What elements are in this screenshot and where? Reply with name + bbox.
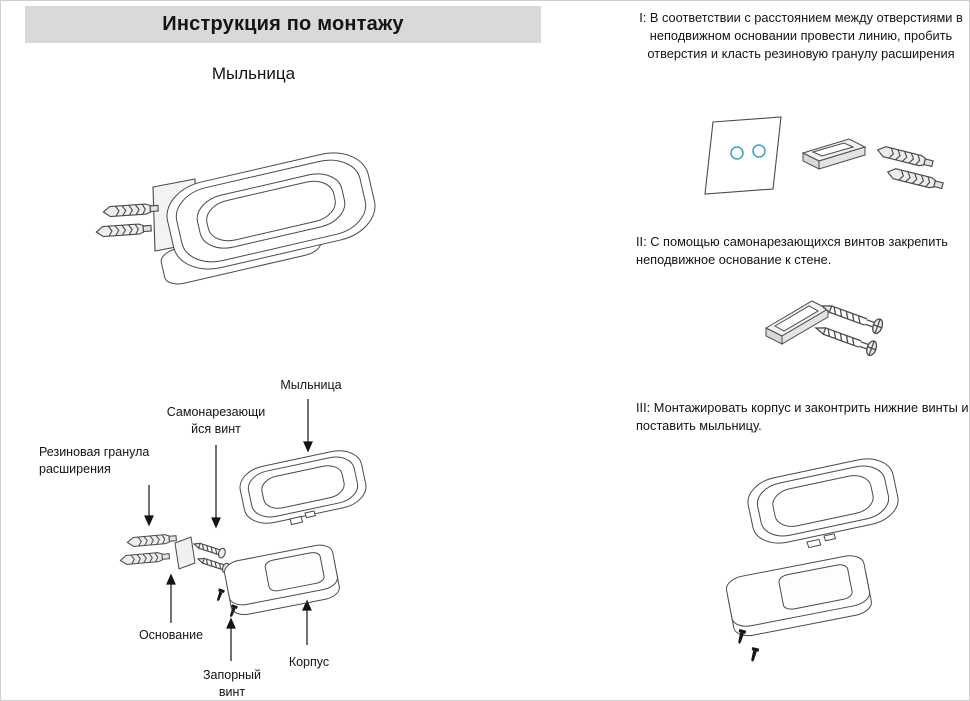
- self-tapping-screw-icon: [191, 538, 228, 560]
- soap-dish-tray-drawing: [744, 453, 902, 549]
- exploded-drawing: [119, 399, 421, 661]
- wall-anchor-icon: [95, 222, 153, 238]
- part-label-rubber-granule: Резиновая гранула расширения: [39, 445, 150, 476]
- wall-plate-drawing: [704, 116, 782, 195]
- step-2-text: II: С помощью самонарезающихся винтов за…: [636, 234, 948, 268]
- header-bar: Инструкция по монтажу: [25, 6, 541, 43]
- base-bracket-drawing: [801, 138, 867, 170]
- step-1-drawing: [704, 116, 945, 195]
- rubber-anchor-icon: [119, 551, 171, 566]
- locking-screw-icon: [227, 604, 238, 619]
- step-3-text: III: Монтажировать корпус и законтрить н…: [636, 400, 969, 434]
- locking-screw-icon: [735, 628, 747, 645]
- drill-hole-icon: [752, 144, 766, 158]
- step-3-drawing: [701, 443, 911, 663]
- part-label-body: Корпус: [288, 655, 330, 669]
- base-plate-drawing: [174, 536, 196, 570]
- drill-hole-icon: [730, 146, 744, 160]
- body-drawing: [724, 553, 873, 639]
- body-drawing: [223, 543, 341, 618]
- rubber-anchor-icon: [885, 166, 945, 192]
- assembled-soap-dish-drawing: [95, 131, 401, 301]
- rubber-anchor-icon: [126, 533, 178, 548]
- soap-dish-tray-drawing: [236, 446, 369, 526]
- part-label-self-tapping-screw: Самонарезающи йся винт: [166, 405, 266, 436]
- locking-screw-icon: [748, 646, 760, 663]
- step-1-text: I: В соответствии с расстоянием между от…: [639, 10, 963, 62]
- callout-arrows: [144, 399, 313, 661]
- part-label-base: Основание: [138, 628, 204, 642]
- step-2-drawing: [764, 298, 885, 358]
- self-tapping-screw-icon: [812, 320, 879, 358]
- base-bracket-drawing: [764, 300, 830, 345]
- soap-dish-tray-drawing: [161, 145, 381, 277]
- product-subtitle: Мыльница: [211, 64, 296, 83]
- locking-screw-icon: [214, 588, 225, 603]
- rubber-anchor-icon: [875, 144, 935, 170]
- wall-anchor-icon: [102, 202, 160, 218]
- page-title: Инструкция по монтажу: [162, 13, 404, 35]
- part-label-locking-screw: Запорный винт: [202, 668, 262, 699]
- exploded-diagram: Мыльница Самонарезающи йся винт Резинова…: [31, 373, 421, 700]
- part-label-soap-dish: Мыльница: [280, 378, 342, 392]
